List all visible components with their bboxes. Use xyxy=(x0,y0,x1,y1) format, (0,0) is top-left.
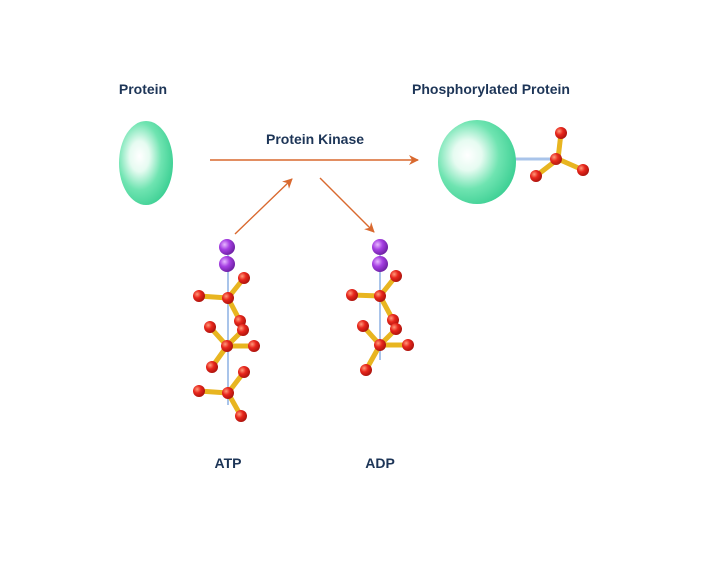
atp-input-arrow xyxy=(234,178,293,235)
oxygen-atom xyxy=(374,290,386,302)
oxygen-atom xyxy=(555,127,567,139)
ribose-atom xyxy=(219,256,235,272)
oxygen-atom xyxy=(390,270,402,282)
adp-phosphate-1 xyxy=(346,270,402,326)
oxygen-atom xyxy=(237,324,249,336)
phosphorylated-protein-label: Phosphorylated Protein xyxy=(412,81,570,97)
oxygen-atom xyxy=(374,339,386,351)
atp-molecule xyxy=(193,239,260,422)
oxygen-atom xyxy=(550,153,562,165)
atp-phosphate-1 xyxy=(193,272,250,327)
oxygen-atom xyxy=(222,292,234,304)
adp-phosphate-2 xyxy=(357,320,414,376)
adp-output-arrow xyxy=(319,177,375,233)
oxygen-atom xyxy=(402,339,414,351)
adp-molecule xyxy=(346,239,414,376)
protein-shape xyxy=(119,121,173,205)
oxygen-atom xyxy=(204,321,216,333)
oxygen-atom xyxy=(206,361,218,373)
oxygen-atom xyxy=(577,164,589,176)
oxygen-atom xyxy=(390,323,402,335)
oxygen-atom xyxy=(193,385,205,397)
oxygen-atom xyxy=(346,289,358,301)
ribose-atom xyxy=(372,239,388,255)
oxygen-atom xyxy=(235,410,247,422)
ribose-atom xyxy=(372,256,388,272)
oxygen-atom xyxy=(238,366,250,378)
adp-label: ADP xyxy=(365,455,395,471)
ribose-atom xyxy=(219,239,235,255)
attached-phosphate-group xyxy=(530,127,589,182)
oxygen-atom xyxy=(193,290,205,302)
oxygen-atom xyxy=(530,170,542,182)
oxygen-atom xyxy=(222,387,234,399)
oxygen-atom xyxy=(357,320,369,332)
oxygen-atom xyxy=(238,272,250,284)
phosphorylated-protein-shape xyxy=(438,120,516,204)
atp-phosphate-2 xyxy=(204,321,260,373)
oxygen-atom xyxy=(360,364,372,376)
oxygen-atom xyxy=(248,340,260,352)
atp-label: ATP xyxy=(215,455,242,471)
oxygen-atom xyxy=(221,340,233,352)
kinase-label: Protein Kinase xyxy=(266,131,364,147)
atp-phosphate-3 xyxy=(193,366,250,422)
protein-label: Protein xyxy=(119,81,167,97)
